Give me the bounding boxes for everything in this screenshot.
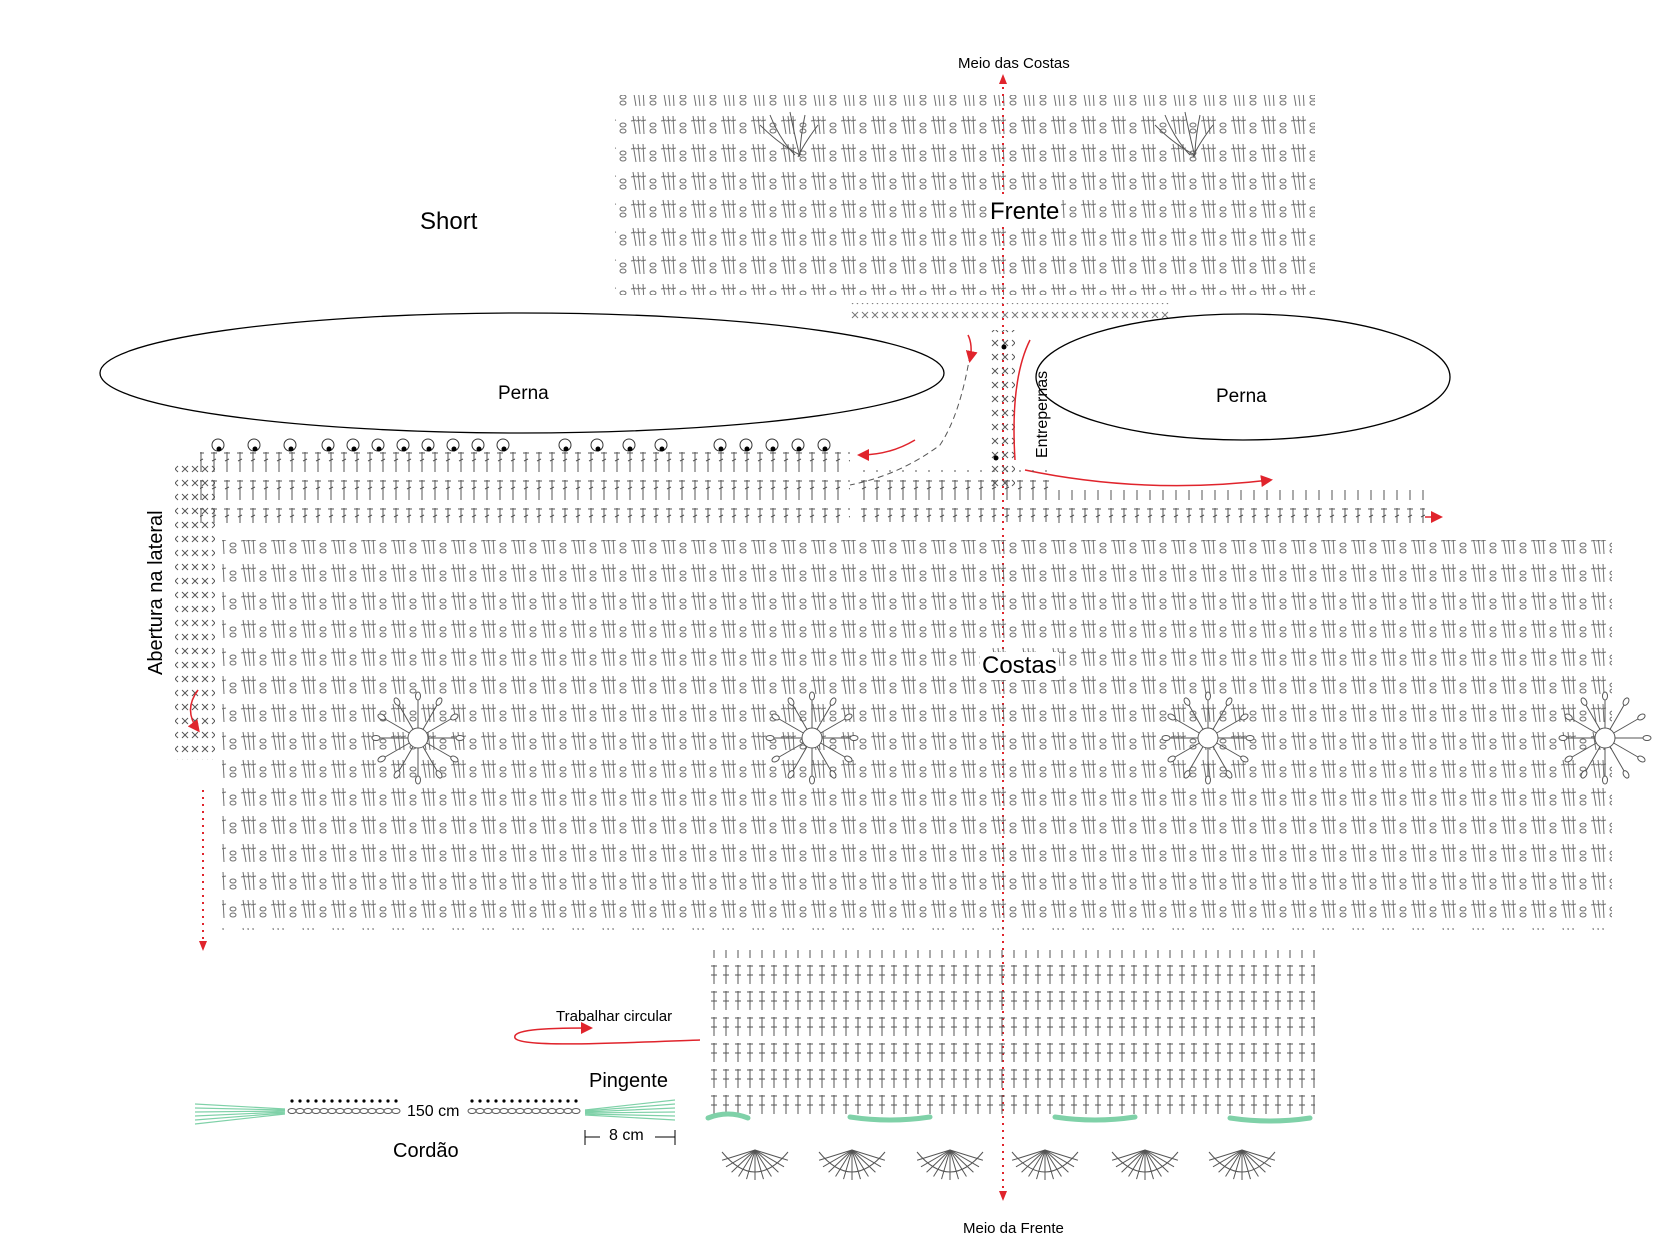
label-leg-right: Perna (1216, 386, 1267, 407)
label-crotch: Entrepernas (1034, 370, 1051, 458)
leg-right-outline (1035, 313, 1451, 441)
label-center-front: Meio da Frente (963, 1220, 1064, 1237)
scallop-fan (1111, 1149, 1179, 1180)
scallop-fan (916, 1149, 984, 1180)
label-work-circular: Trabalhar circular (556, 1008, 673, 1025)
label-cord-length: 150 cm (407, 1103, 460, 1120)
side-opening-column (175, 460, 215, 951)
label-center-back: Meio das Costas (958, 55, 1070, 72)
front-panel (615, 95, 1315, 321)
label-pendant: Pingente (589, 1070, 668, 1092)
flower-motif (1161, 691, 1255, 785)
label-pendant-length: 8 cm (609, 1127, 644, 1144)
leg-left-outline (99, 312, 945, 434)
label-side-opening: Abertura na lateral (145, 510, 167, 675)
label-back: Costas (980, 652, 1059, 680)
flower-motif (371, 691, 465, 785)
label-leg-left: Perna (498, 383, 549, 404)
label-cord: Cordão (393, 1140, 459, 1162)
cord-diagram (194, 1099, 676, 1145)
scallop-fan (1208, 1149, 1276, 1180)
flower-motif (1558, 691, 1652, 785)
label-front: Frente (988, 198, 1062, 226)
scallop-fan (1011, 1149, 1079, 1180)
work-circular-arrow (514, 1022, 701, 1045)
leg-band (200, 438, 1443, 523)
back-panel (222, 540, 1652, 930)
flower-motif (765, 691, 859, 785)
crotch-strip (849, 330, 1273, 490)
waistband (705, 950, 1315, 1180)
label-short: Short (420, 208, 478, 235)
scallop-fan (818, 1149, 886, 1180)
scallop-fan (721, 1149, 789, 1180)
